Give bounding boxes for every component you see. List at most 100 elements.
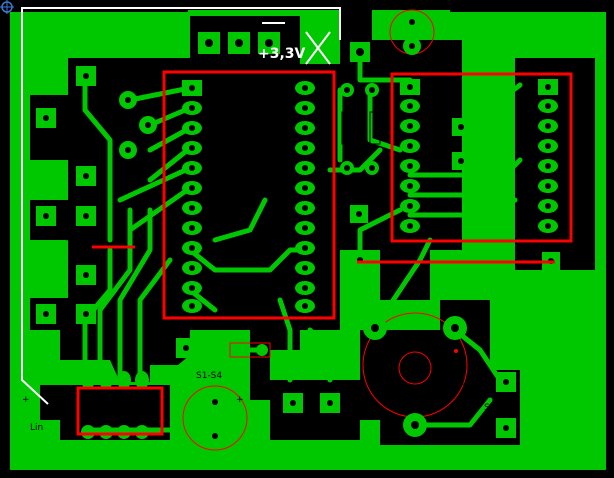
pad-hole bbox=[503, 425, 509, 431]
nano-hole bbox=[189, 145, 195, 151]
nano-right-column: D9 D8 D7 D6 D5 D4 D3 D2 GND bbox=[222, 81, 315, 325]
highlight-nano bbox=[162, 70, 336, 320]
supply-note: +3,3V bbox=[258, 46, 306, 62]
right-header-hole bbox=[407, 163, 413, 169]
plus-mark: + bbox=[236, 395, 244, 405]
far-right-hole bbox=[545, 163, 551, 169]
nano-label-d3: D3 bbox=[274, 205, 287, 215]
small-capacitor bbox=[229, 342, 271, 358]
nano-hole bbox=[189, 225, 195, 231]
cap-hole bbox=[212, 399, 218, 405]
pad-hole bbox=[145, 122, 151, 128]
lin-pad[interactable] bbox=[135, 425, 149, 439]
nano-label-d10: D10 bbox=[208, 85, 227, 95]
far-right-hole bbox=[545, 223, 551, 229]
resistor-hole bbox=[369, 165, 375, 171]
highlight-lin bbox=[76, 386, 164, 436]
nano-hole bbox=[302, 265, 308, 271]
lin-pad[interactable] bbox=[135, 371, 149, 389]
connector-label-lin: Lin bbox=[30, 423, 43, 433]
lin-pad[interactable] bbox=[81, 425, 95, 439]
pad-hole bbox=[125, 97, 131, 103]
right-header-label-4: 4 bbox=[437, 121, 443, 131]
pad-hole bbox=[83, 311, 89, 317]
pad-hole bbox=[125, 147, 131, 153]
pad-hole bbox=[43, 213, 49, 219]
right-header-hole bbox=[407, 203, 413, 209]
speaker-connector: SPKR bbox=[484, 372, 516, 438]
right-header-label-1: 1 bbox=[437, 83, 443, 93]
copper-traces bbox=[82, 57, 523, 433]
serial-pads: RxI TxO bbox=[283, 393, 340, 433]
right-header-hole bbox=[407, 223, 413, 229]
nano-left-column: D10 D11 D12 D13 A0 A1 bbox=[182, 80, 227, 313]
nano-hole bbox=[189, 125, 195, 131]
right-header: 1 4 5 3 7 8 bbox=[385, 79, 470, 233]
pot-inner bbox=[398, 351, 432, 385]
nano-label-d5: D5 bbox=[274, 165, 287, 175]
right-header-hole bbox=[407, 183, 413, 189]
lin-pad[interactable] bbox=[81, 371, 95, 389]
nano-hole bbox=[189, 265, 195, 271]
crosshair-icon[interactable] bbox=[0, 0, 14, 14]
top-header: A4 A5 +5V bbox=[198, 20, 285, 54]
pot-hole bbox=[411, 421, 419, 429]
far-right-hole bbox=[545, 203, 551, 209]
pad-hole bbox=[43, 311, 49, 317]
nano-label-d12: D12 bbox=[208, 125, 226, 135]
cap-hole bbox=[409, 19, 415, 25]
nano-label-gnd: GND bbox=[222, 315, 243, 325]
right-header-hole bbox=[407, 103, 413, 109]
nano-label-d9: D9 bbox=[274, 85, 287, 95]
nano-hole bbox=[189, 105, 195, 111]
connector-label-rxi: RxI bbox=[283, 423, 297, 433]
nano-label-a1: A1 bbox=[208, 185, 220, 195]
pad-hole bbox=[83, 272, 89, 278]
nano-hole bbox=[302, 303, 308, 309]
supply-capacitor: +5V bbox=[348, 9, 435, 62]
nano-hole bbox=[302, 205, 308, 211]
connector-label-txo: TxO bbox=[319, 423, 338, 433]
cap-body bbox=[229, 342, 271, 358]
pad-hole bbox=[503, 379, 509, 385]
left-connectors: T1 T2 T3 bbox=[36, 66, 196, 358]
right-header-hole bbox=[407, 143, 413, 149]
right-header-hole bbox=[407, 84, 413, 90]
connector-label-t3: T3 bbox=[65, 337, 77, 347]
header-label-5v: +5V bbox=[262, 20, 282, 30]
nano-label-a0: A0 bbox=[208, 165, 220, 175]
lin-pad[interactable] bbox=[99, 425, 113, 439]
cap-pad[interactable] bbox=[256, 344, 268, 356]
lin-pad[interactable] bbox=[117, 371, 131, 389]
nano-hole bbox=[189, 85, 195, 91]
right-header-label-8: 8 bbox=[385, 223, 391, 233]
lin-pad[interactable] bbox=[117, 425, 131, 439]
connector-label-t2: T2 bbox=[65, 239, 77, 249]
nano-hole bbox=[189, 303, 195, 309]
right-header-label-3: 3 bbox=[385, 183, 391, 193]
far-right-hole bbox=[545, 123, 551, 129]
nano-hole bbox=[189, 185, 195, 191]
supply-label-5v: +5V bbox=[348, 27, 368, 37]
resistor-outline bbox=[369, 111, 381, 145]
resistor-outline bbox=[341, 111, 353, 145]
nano-label-d4: D4 bbox=[274, 185, 287, 195]
header-hole bbox=[265, 39, 273, 47]
nano-hole bbox=[189, 245, 195, 251]
highlight-boxes bbox=[76, 70, 573, 436]
nano-hole bbox=[302, 165, 308, 171]
nano-hole bbox=[302, 105, 308, 111]
isolation-bottom-left bbox=[40, 385, 170, 440]
nano-label-d8: D8 bbox=[274, 105, 287, 115]
pot-hole bbox=[371, 324, 379, 332]
nano-hole bbox=[302, 185, 308, 191]
nano-hole bbox=[302, 225, 308, 231]
nano-label-d7: D7 bbox=[274, 125, 287, 135]
pad-hole bbox=[83, 73, 89, 79]
cap-pad[interactable] bbox=[232, 344, 244, 356]
lin-pad[interactable] bbox=[99, 371, 113, 389]
pad-hole bbox=[83, 173, 89, 179]
far-right-hole bbox=[545, 183, 551, 189]
nano-hole bbox=[302, 85, 308, 91]
